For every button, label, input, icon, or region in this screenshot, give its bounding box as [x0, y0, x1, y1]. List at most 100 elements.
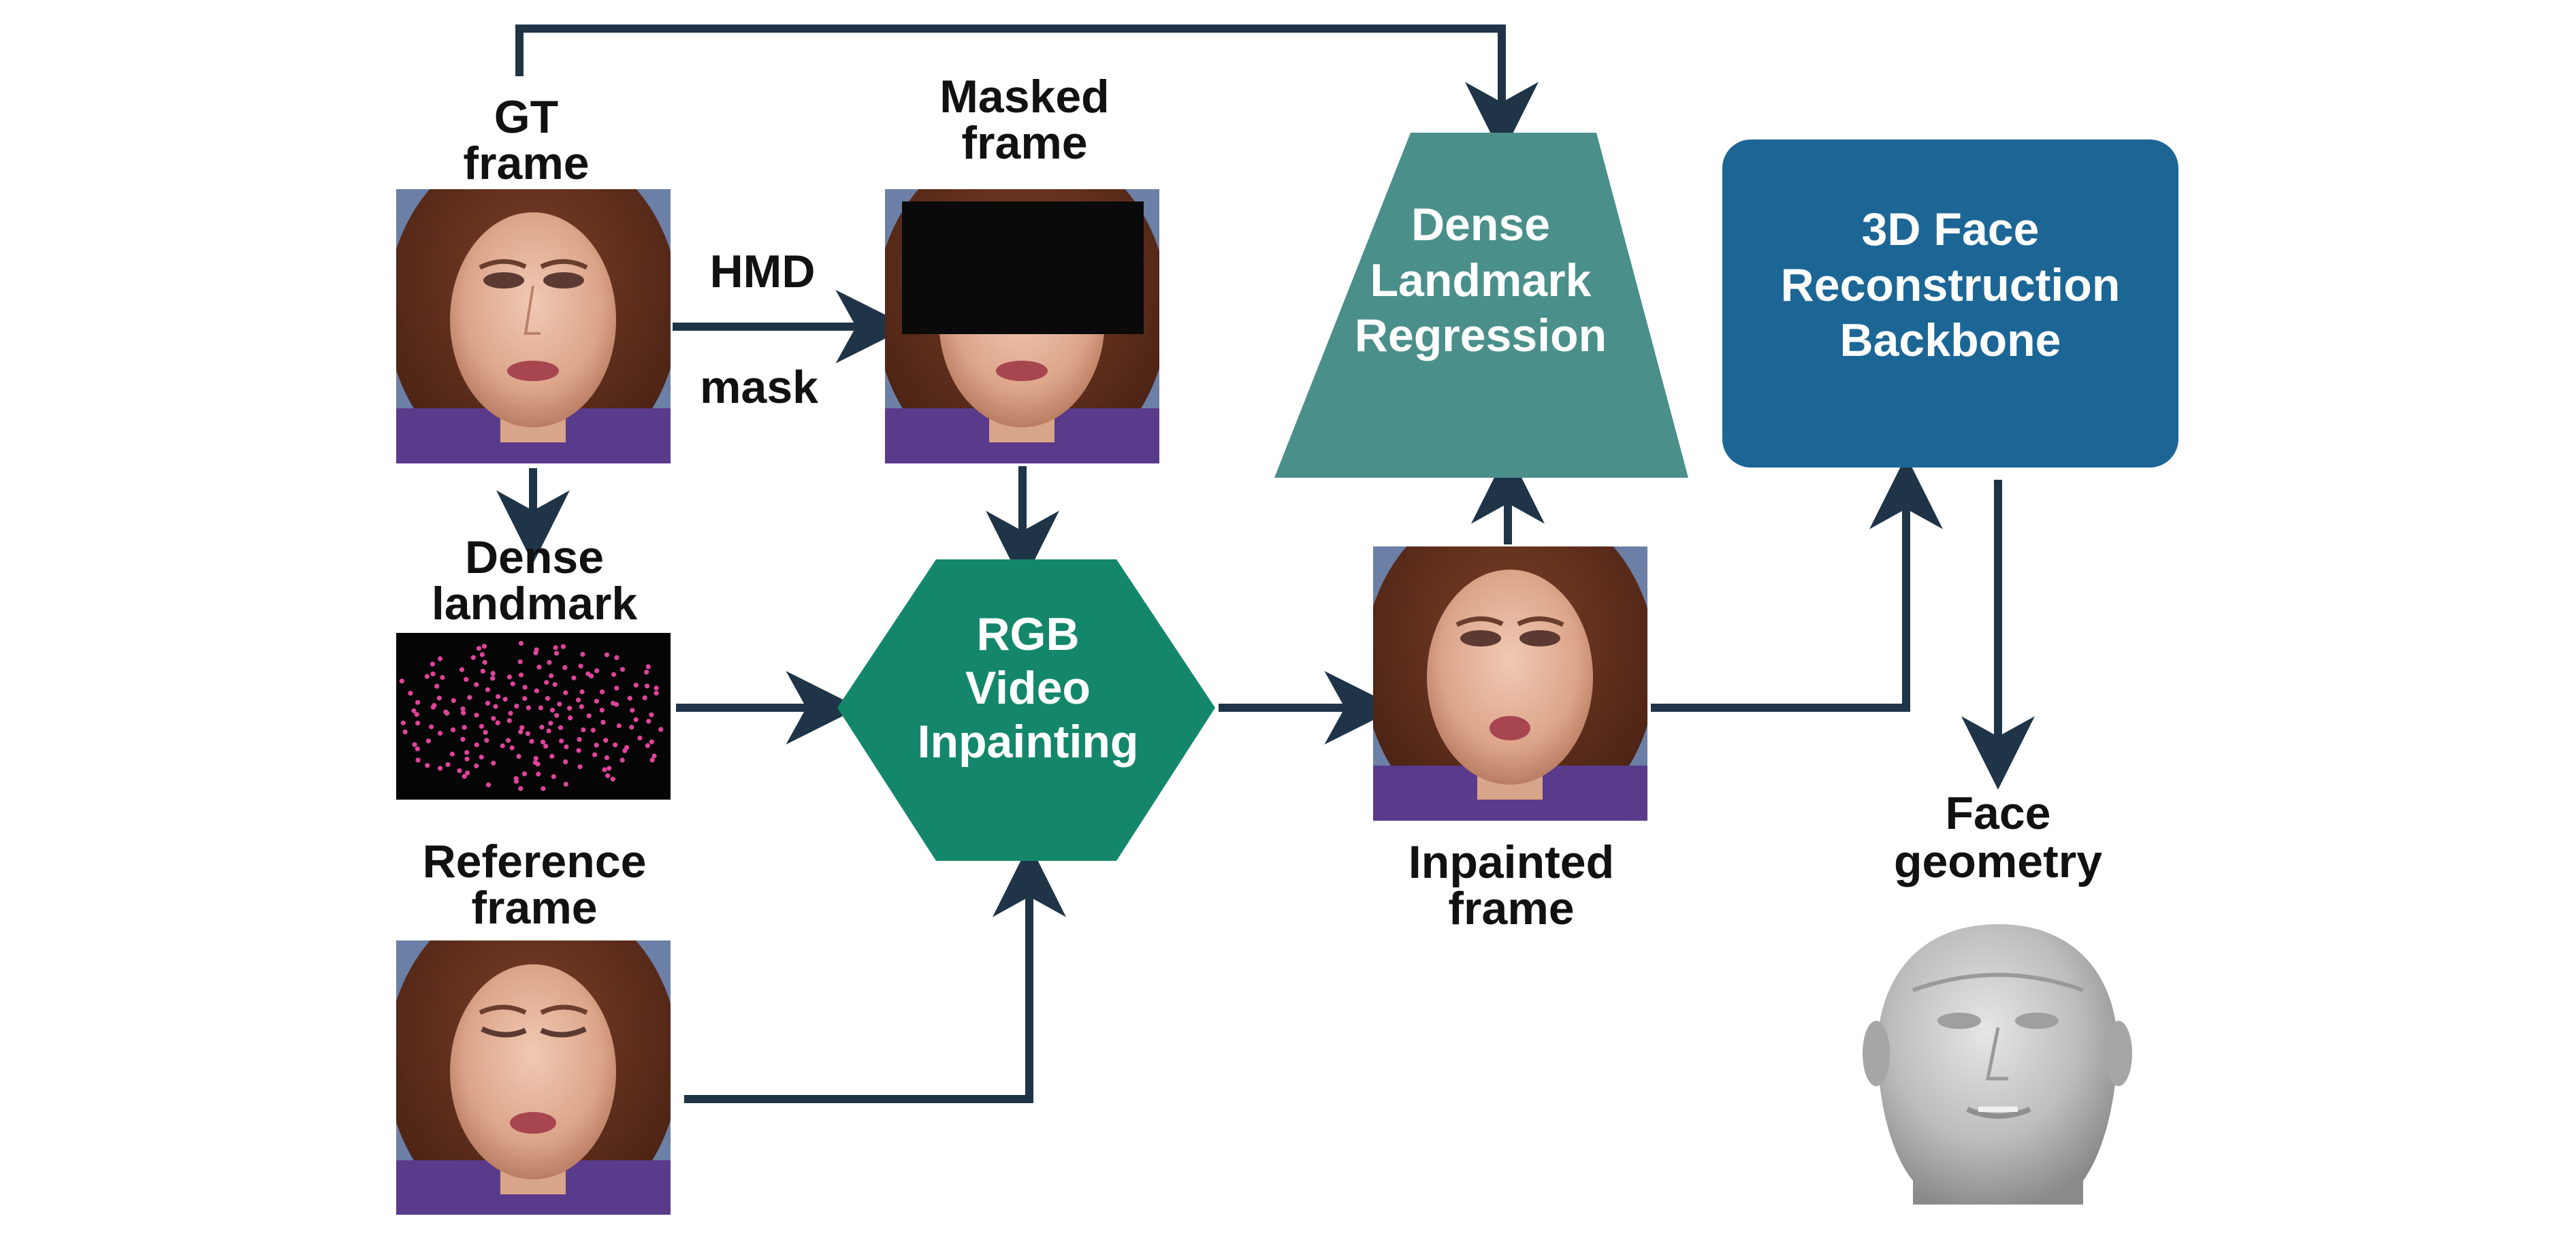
landmark-dot — [649, 712, 654, 717]
landmark-dot — [541, 739, 546, 744]
dense-landmark-label: Dense landmark — [391, 534, 677, 627]
landmark-dot — [616, 723, 622, 729]
backbone-line2: Reconstruction — [1780, 259, 2121, 311]
landmark-dot — [440, 674, 445, 681]
landmark-dot — [580, 651, 585, 657]
landmark-dot — [649, 757, 655, 763]
landmark-dot — [614, 685, 619, 691]
landmark-dot — [603, 738, 609, 743]
landmark-dot — [510, 681, 515, 687]
landmark-label-line2: landmark — [431, 578, 638, 629]
landmark-dot — [462, 725, 467, 730]
landmark-dot — [402, 729, 408, 735]
gt-label-line1: GT — [494, 91, 559, 143]
landmark-dot — [432, 702, 437, 708]
masked-frame-image — [885, 189, 1159, 463]
gt-frame-image — [396, 189, 671, 463]
landmark-dot — [491, 760, 496, 766]
landmark-dot — [464, 756, 470, 762]
landmark-dot — [536, 664, 542, 670]
face-geometry-label: Face geometry — [1852, 789, 2144, 887]
landmark-dot — [522, 685, 528, 690]
landmark-dot — [451, 698, 456, 703]
masked-label-line1: Masked — [939, 71, 1110, 122]
landmark-dot — [613, 742, 618, 748]
landmark-dot — [470, 655, 476, 660]
landmark-dot — [539, 724, 545, 730]
landmark-dot — [513, 776, 519, 781]
landmark-dot — [576, 698, 581, 703]
landmark-dot — [644, 670, 649, 675]
inpainted-frame-image — [1373, 546, 1647, 821]
landmark-dot — [437, 766, 443, 771]
landmark-dot — [629, 725, 634, 730]
landmark-dot — [474, 763, 479, 769]
landmark-dot — [424, 674, 430, 679]
hmd-label: HMD — [709, 246, 816, 297]
landmark-dot — [415, 721, 421, 726]
landmark-dot — [611, 672, 617, 677]
landmark-dot — [514, 704, 519, 709]
masked-frame-label: Masked frame — [912, 73, 1137, 166]
landmark-dot — [506, 718, 512, 723]
face-reconstruction-backbone-block — [1722, 140, 2178, 468]
landmark-dot — [526, 705, 531, 710]
regression-line2: Landmark — [1370, 254, 1592, 306]
landmark-dot — [534, 688, 540, 693]
regression-block-text: Dense Landmark Regression — [1314, 197, 1647, 364]
landmark-dot — [493, 704, 498, 709]
backbone-line1: 3D Face — [1861, 203, 2040, 255]
landmark-dot — [460, 736, 466, 742]
landmark-dot — [599, 707, 605, 713]
landmark-dot — [483, 730, 488, 735]
landmark-dot — [651, 753, 657, 759]
inpainting-block-text: RGB Video Inpainting — [858, 608, 1198, 769]
landmark-dot — [443, 709, 449, 715]
rgb-video-inpainting-block — [837, 559, 1215, 861]
backbone-block-text: 3D Face Reconstruction Backbone — [1733, 202, 2168, 369]
landmark-dot — [522, 695, 528, 702]
landmark-dot — [518, 729, 524, 734]
landmark-dot — [467, 695, 472, 700]
landmark-dot — [464, 676, 469, 683]
landmark-dot — [408, 691, 413, 696]
inpainting-line2: Video — [965, 661, 1091, 714]
landmark-dot — [577, 737, 582, 742]
landmark-dot — [586, 713, 592, 719]
inpainted-label-line1: Inpainted — [1408, 836, 1615, 888]
landmark-dot — [430, 671, 436, 676]
landmark-dot — [602, 767, 607, 772]
dense-landmark-regression-block — [1274, 133, 1688, 478]
landmark-dot — [506, 738, 511, 743]
landmark-dot — [614, 655, 619, 661]
landmark-dot — [594, 742, 599, 748]
landmark-dot — [476, 646, 482, 651]
landmark-dot — [576, 748, 581, 753]
reference-frame-image — [396, 940, 671, 1215]
landmark-dot — [604, 755, 610, 760]
landmark-dot — [579, 704, 584, 709]
landmark-dot — [619, 757, 625, 763]
landmark-dot — [462, 774, 467, 779]
landmark-dot — [414, 712, 419, 717]
landmark-dot — [541, 786, 546, 791]
landmark-dot — [557, 702, 562, 707]
landmark-dot — [551, 774, 556, 779]
landmark-dot — [552, 682, 558, 687]
landmark-dot — [630, 708, 635, 713]
landmark-dot — [508, 710, 513, 716]
landmark-dot — [649, 739, 654, 744]
landmark-dot — [553, 645, 558, 651]
landmark-dot — [563, 781, 568, 787]
landmark-dot — [496, 694, 501, 700]
landmark-dot — [637, 735, 643, 741]
landmark-dot — [509, 745, 515, 751]
landmark-dot — [529, 738, 534, 744]
landmark-dot — [549, 673, 554, 678]
landmark-dot — [605, 773, 611, 779]
landmark-dot — [485, 687, 491, 693]
landmark-dot — [562, 665, 568, 670]
landmark-dot — [491, 716, 496, 721]
backbone-line3: Backbone — [1839, 314, 2061, 367]
landmark-dot — [633, 717, 639, 723]
